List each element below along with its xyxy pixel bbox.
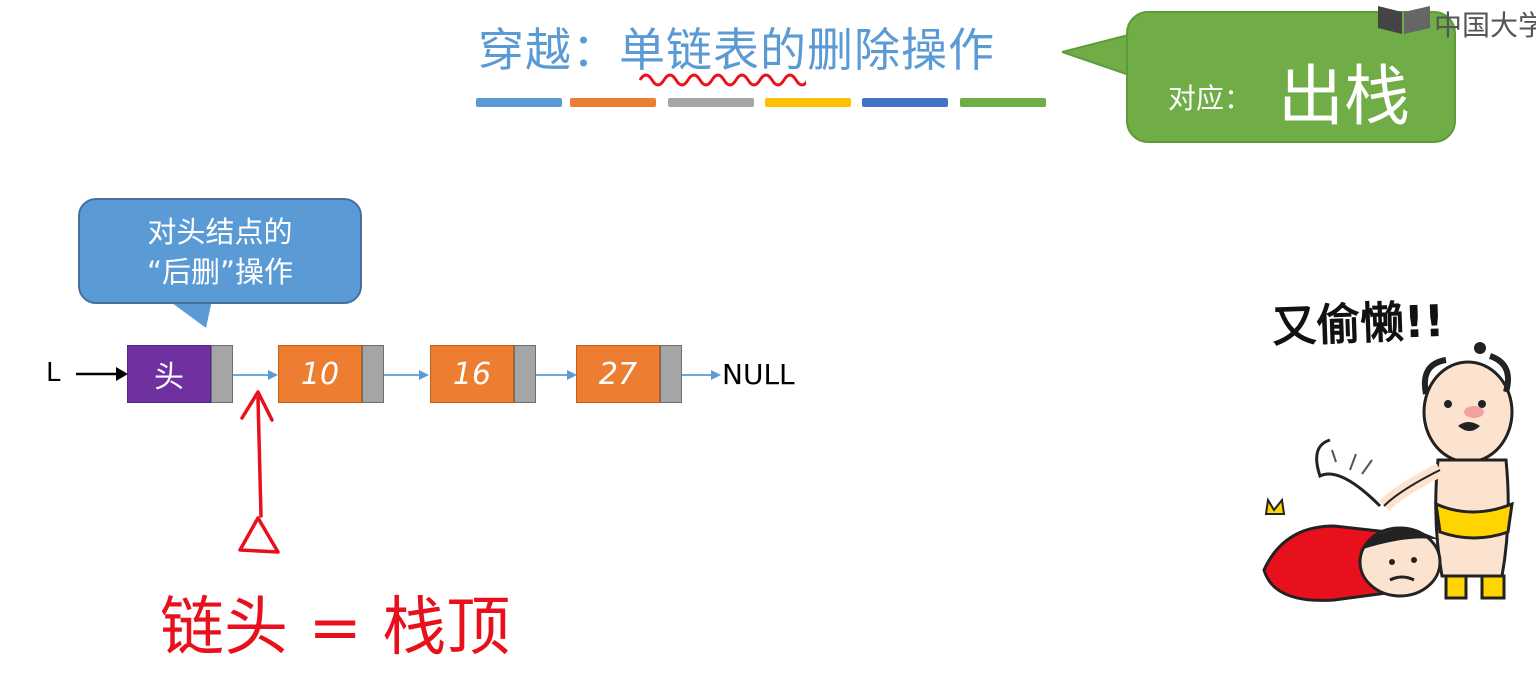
callout-head-delete: 对头结点的 “后删”操作 bbox=[78, 198, 362, 304]
arrow-icon bbox=[682, 370, 721, 380]
callout-left-line2: “后删”操作 bbox=[146, 255, 294, 289]
callout-left-tail bbox=[168, 300, 212, 328]
callout-left-line1: 对头结点的 bbox=[147, 215, 293, 249]
null-label: NULL bbox=[722, 358, 795, 391]
cartoon-image bbox=[1262, 342, 1514, 602]
list-node: 10 bbox=[278, 345, 384, 403]
node-pointer bbox=[514, 345, 536, 403]
callout-top-main: 出栈 bbox=[1278, 58, 1410, 135]
list-node-head: 头 bbox=[127, 345, 233, 403]
slide-title: 穿越：单链表的删除操作 bbox=[478, 14, 995, 80]
list-node: 16 bbox=[430, 345, 536, 403]
color-bar-yellow bbox=[765, 98, 851, 107]
node-pointer bbox=[660, 345, 682, 403]
arrow-icon bbox=[536, 370, 577, 380]
color-bar-green bbox=[960, 98, 1046, 107]
node-pointer bbox=[211, 345, 233, 403]
arrow-icon bbox=[233, 370, 278, 380]
arrow-icon bbox=[76, 367, 128, 381]
logo-text: 中国大学 bbox=[1434, 9, 1536, 42]
arrow-icon bbox=[384, 370, 429, 380]
node-data-head: 头 bbox=[127, 345, 211, 403]
mooc-logo: 中国大学 bbox=[1376, 0, 1536, 42]
node-data: 16 bbox=[430, 345, 514, 403]
handwritten-annotation: 链头 = 栈顶 bbox=[160, 591, 511, 665]
title-main: 单链表的删除操作 bbox=[619, 23, 995, 77]
list-pointer-label: L bbox=[46, 358, 61, 388]
color-bar-gray bbox=[668, 98, 754, 107]
book-icon bbox=[1378, 6, 1430, 34]
list-node: 27 bbox=[576, 345, 682, 403]
color-bar-orange bbox=[570, 98, 656, 107]
red-annotation-arrow bbox=[238, 390, 280, 554]
node-pointer bbox=[362, 345, 384, 403]
wavy-underline bbox=[638, 73, 806, 87]
color-bar-darkblue bbox=[862, 98, 948, 107]
color-bar-blue bbox=[476, 98, 562, 107]
callout-top-prefix: 对应： bbox=[1168, 82, 1253, 115]
title-prefix: 穿越： bbox=[478, 23, 619, 77]
node-data: 27 bbox=[576, 345, 660, 403]
node-data: 10 bbox=[278, 345, 362, 403]
